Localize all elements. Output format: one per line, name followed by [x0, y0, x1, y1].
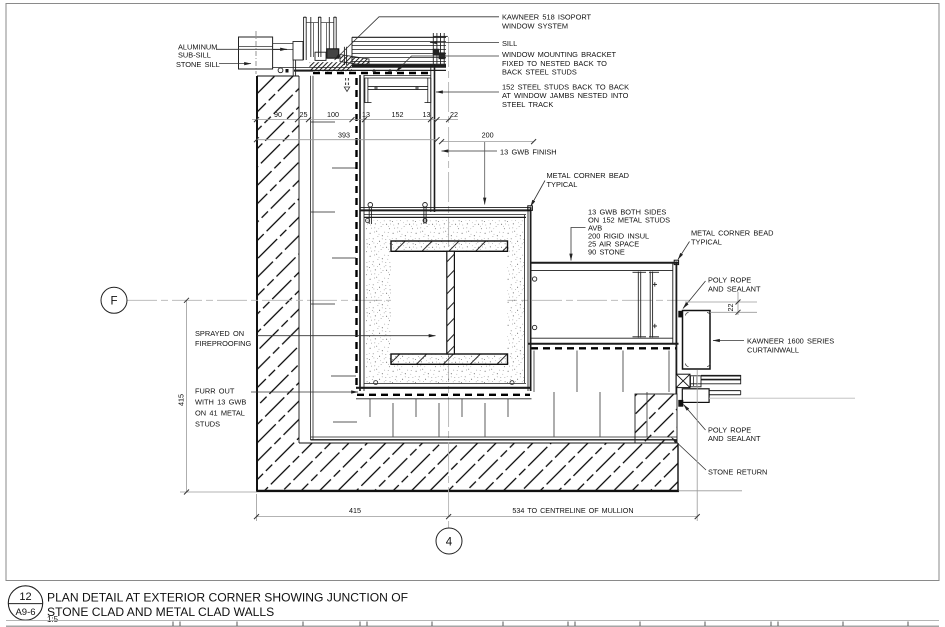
- svg-text:CURTAINWALL: CURTAINWALL: [747, 345, 799, 354]
- svg-text:WITH 13 GWB: WITH 13 GWB: [195, 398, 246, 407]
- svg-text:FIXED TO NESTED BACK TO: FIXED TO NESTED BACK TO: [502, 59, 607, 68]
- svg-text:4: 4: [446, 537, 453, 549]
- svg-text:WINDOW MOUNTING BRACKET: WINDOW MOUNTING BRACKET: [502, 50, 617, 59]
- svg-text:FURR OUT: FURR OUT: [195, 387, 235, 396]
- svg-text:13 GWB FINISH: 13 GWB FINISH: [500, 148, 557, 157]
- svg-text:AND SEALANT: AND SEALANT: [708, 434, 761, 443]
- svg-text:SILL: SILL: [502, 39, 517, 48]
- svg-text:KAWNEER 518 ISOPORT: KAWNEER 518 ISOPORT: [502, 13, 592, 22]
- svg-text:100: 100: [327, 110, 339, 119]
- svg-text:534 TO CENTRELINE OF MULLION: 534 TO CENTRELINE OF MULLION: [512, 506, 633, 515]
- svg-text:415: 415: [177, 394, 186, 406]
- svg-text:152 STEEL STUDS BACK TO BACK: 152 STEEL STUDS BACK TO BACK: [502, 83, 629, 92]
- svg-text:22: 22: [726, 304, 735, 312]
- svg-text:KAWNEER 1600 SERIES: KAWNEER 1600 SERIES: [747, 337, 834, 346]
- svg-text:STONE RETURN: STONE RETURN: [708, 468, 767, 477]
- svg-text:SPRAYED ON: SPRAYED ON: [195, 329, 244, 338]
- svg-text:13: 13: [362, 110, 370, 119]
- svg-text:STONE CLAD AND METAL CLAD WALL: STONE CLAD AND METAL CLAD WALLS: [47, 605, 274, 619]
- svg-text:200 RIGID INSUL: 200 RIGID INSUL: [588, 232, 649, 241]
- svg-text:1:5: 1:5: [47, 615, 59, 624]
- svg-text:393: 393: [338, 131, 350, 140]
- svg-text:ALUMINUM: ALUMINUM: [178, 42, 217, 51]
- svg-text:FIREPROOFING: FIREPROOFING: [195, 339, 252, 348]
- svg-text:90 STONE: 90 STONE: [588, 248, 625, 257]
- svg-text:90: 90: [274, 110, 282, 119]
- svg-text:METAL CORNER BEAD: METAL CORNER BEAD: [691, 229, 773, 238]
- svg-text:AVB: AVB: [588, 224, 602, 233]
- svg-text:AT WINDOW JAMBS NESTED INTO: AT WINDOW JAMBS NESTED INTO: [502, 91, 629, 100]
- svg-text:STONE SILL: STONE SILL: [176, 60, 220, 69]
- svg-text:TYPICAL: TYPICAL: [547, 180, 578, 189]
- svg-text:AND SEALANT: AND SEALANT: [708, 284, 761, 293]
- svg-text:POLY ROPE: POLY ROPE: [708, 425, 751, 434]
- svg-text:12: 12: [19, 591, 31, 603]
- svg-text:BACK STEEL STUDS: BACK STEEL STUDS: [502, 68, 577, 77]
- svg-text:22: 22: [450, 110, 458, 119]
- svg-text:ON 41 METAL: ON 41 METAL: [195, 409, 245, 418]
- svg-text:A9-6: A9-6: [15, 607, 35, 618]
- svg-text:13: 13: [423, 110, 431, 119]
- svg-text:25 AIR SPACE: 25 AIR SPACE: [588, 240, 639, 249]
- svg-text:WINDOW SYSTEM: WINDOW SYSTEM: [502, 21, 568, 30]
- svg-text:POLY ROPE: POLY ROPE: [708, 276, 751, 285]
- svg-text:415: 415: [349, 506, 361, 515]
- svg-text:SUB-SILL: SUB-SILL: [178, 51, 211, 60]
- svg-text:152: 152: [392, 110, 404, 119]
- svg-text:25: 25: [300, 110, 308, 119]
- svg-text:STUDS: STUDS: [195, 420, 220, 429]
- svg-text:STEEL TRACK: STEEL TRACK: [502, 100, 553, 109]
- svg-text:ON 152 METAL STUDS: ON 152 METAL STUDS: [588, 216, 670, 225]
- svg-text:METAL CORNER BEAD: METAL CORNER BEAD: [547, 171, 629, 180]
- svg-text:200: 200: [482, 131, 494, 140]
- svg-text:PLAN DETAIL AT EXTERIOR CORNER: PLAN DETAIL AT EXTERIOR CORNER SHOWING J…: [47, 591, 408, 605]
- svg-text:TYPICAL: TYPICAL: [691, 237, 722, 246]
- svg-text:13 GWB BOTH SIDES: 13 GWB BOTH SIDES: [588, 208, 666, 217]
- svg-text:F: F: [110, 296, 117, 308]
